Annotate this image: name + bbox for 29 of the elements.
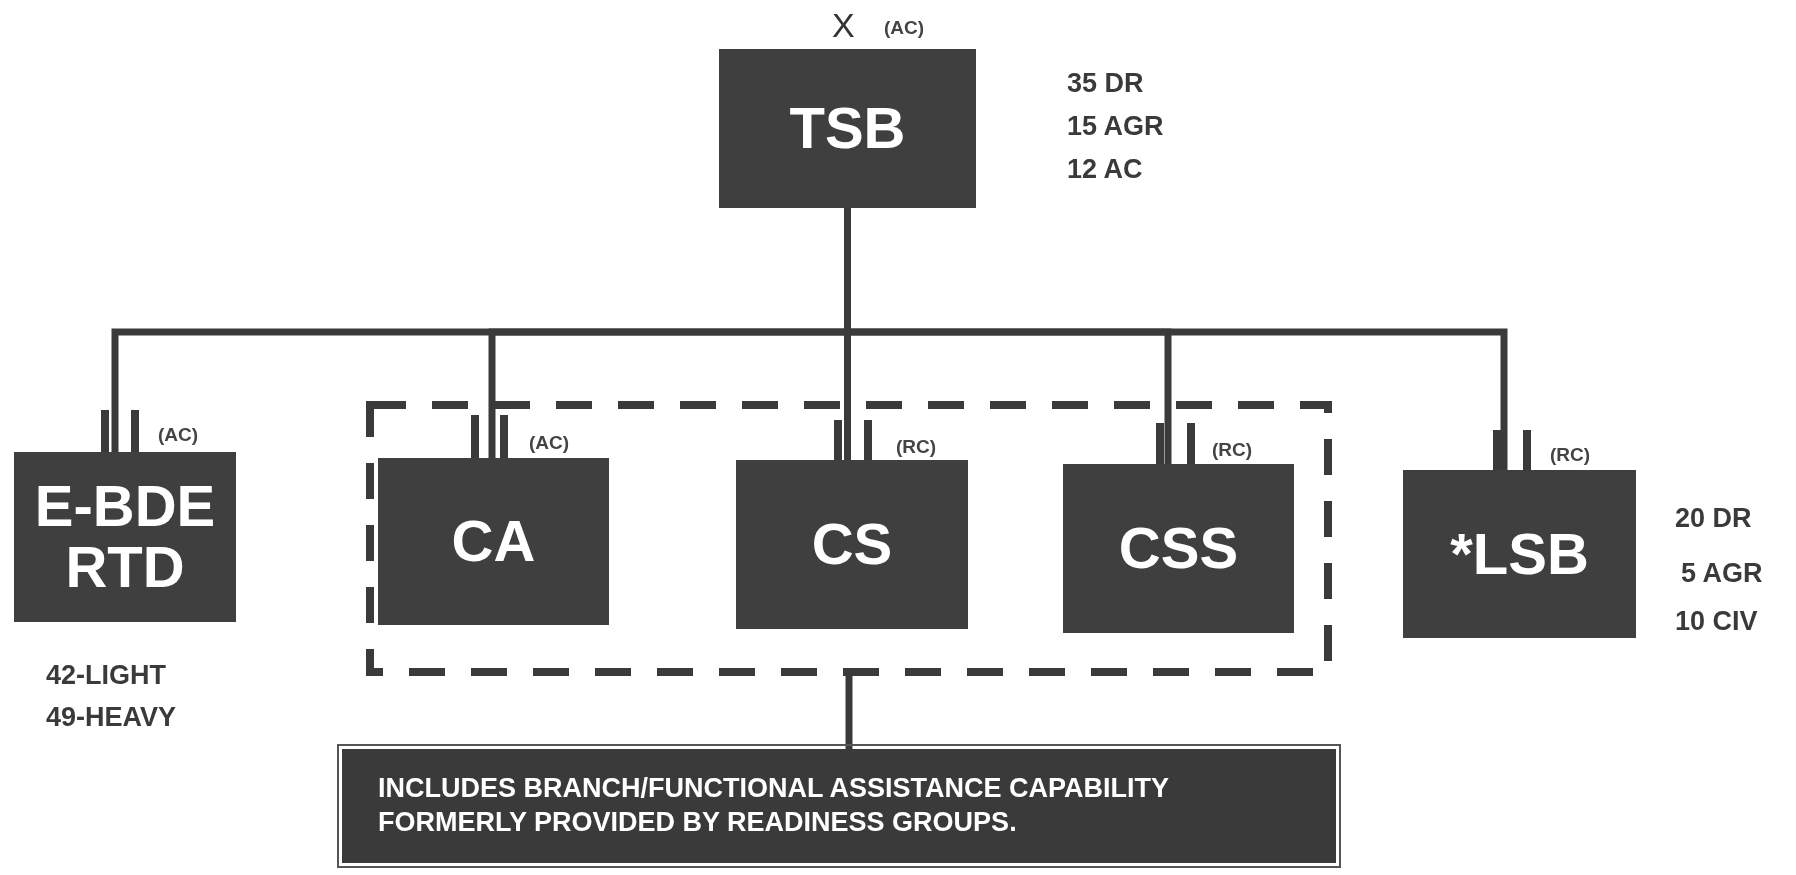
unit-name: TSB xyxy=(788,98,907,159)
component-label: (AC) xyxy=(529,433,570,452)
strength-label: 5 AGR xyxy=(1681,560,1763,587)
component-label: (RC) xyxy=(896,437,937,456)
unit-box xyxy=(736,460,968,629)
unit-name: CA xyxy=(450,511,537,572)
component-label: (AC) xyxy=(884,18,925,37)
dashed-group-box xyxy=(366,401,1332,676)
component-label: (RC) xyxy=(1550,445,1591,464)
strength-label: 35 DR xyxy=(1067,70,1144,97)
component-label: (RC) xyxy=(1212,440,1253,459)
strength-label: 42-LIGHT xyxy=(46,662,166,689)
strength-label: 20 DR xyxy=(1675,505,1752,532)
unit-box xyxy=(14,452,236,622)
unit-box xyxy=(719,49,976,208)
unit-name: CS xyxy=(810,514,894,575)
strength-label: 15 AGR xyxy=(1067,113,1164,140)
unit-size-mark: X xyxy=(832,8,855,42)
unit-box xyxy=(378,458,609,625)
strength-label: 12 AC xyxy=(1067,156,1143,183)
unit-box xyxy=(1063,464,1294,633)
strength-label: 49-HEAVY xyxy=(46,704,177,731)
unit-name: E-BDE RTD xyxy=(33,476,217,598)
component-label: (AC) xyxy=(158,425,199,444)
unit-box xyxy=(1403,470,1636,638)
strength-label: 10 CIV xyxy=(1675,608,1758,635)
note-text: INCLUDES BRANCH/FUNCTIONAL ASSISTANCE CAPABILITY FORMERLY PROVIDED BY READINESS GROUPS. xyxy=(378,772,1170,839)
unit-name: *LSB xyxy=(1449,523,1590,585)
unit-name: CSS xyxy=(1117,518,1240,579)
